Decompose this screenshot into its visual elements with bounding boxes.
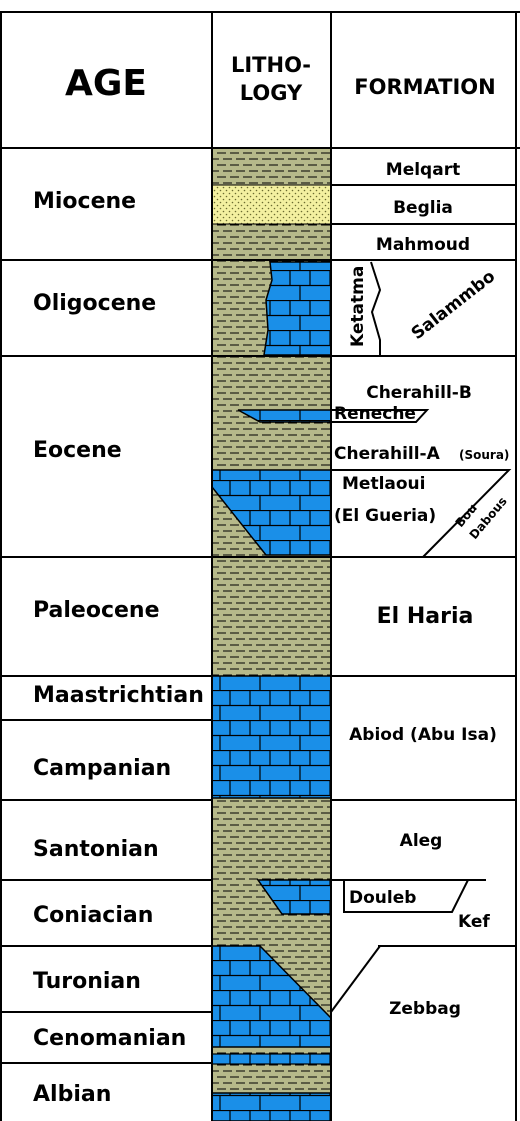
fm-abiod: Abiod (Abu Isa) [349, 725, 497, 745]
fm-reneche: Reneche [334, 404, 416, 424]
header-age: AGE [65, 63, 147, 104]
fm-el-haria: El Haria [377, 604, 474, 629]
age-turonian: Turonian [33, 969, 141, 994]
fm-cherahill-b: Cherahill-B [366, 383, 472, 403]
lime-oligocene [264, 262, 331, 355]
age-santonian: Santonian [33, 837, 159, 862]
age-eocene: Eocene [33, 438, 122, 463]
fm-cherahill-a: Cherahill-A [334, 444, 441, 464]
header-lithology-1: LITHO- [231, 53, 311, 77]
fm-zebbag: Zebbag [389, 999, 461, 1019]
header-formation: FORMATION [354, 75, 495, 99]
lithology-column [212, 148, 331, 1121]
age-maastrichtian: Maastrichtian [33, 683, 204, 708]
fm-ketatma: Ketatma [348, 266, 368, 347]
header-lithology-2: LOGY [240, 81, 303, 105]
age-labels: Miocene Oligocene Eocene Paleocene Maast… [33, 189, 204, 1107]
age-albian: Albian [33, 1082, 111, 1107]
lime-albian [212, 1093, 331, 1121]
fm-beglia: Beglia [393, 198, 453, 218]
formation-labels: Melqart Beglia Mahmoud Ketatma Salammbo … [334, 160, 510, 1019]
fm-el-gueria: (El Gueria) [334, 506, 436, 526]
fm-salammbo: Salammbo [408, 266, 499, 344]
age-cenomanian: Cenomanian [33, 1026, 186, 1051]
fm-soura: (Soura) [459, 448, 509, 462]
fm-kef: Kef [458, 912, 490, 932]
sand-beglia [212, 185, 331, 224]
fm-aleg: Aleg [400, 831, 443, 851]
age-oligocene: Oligocene [33, 291, 156, 316]
age-coniacian: Coniacian [33, 903, 153, 928]
fm-mahmoud: Mahmoud [376, 235, 470, 255]
fm-douleb: Douleb [349, 888, 416, 908]
fm-melqart: Melqart [386, 160, 460, 180]
age-miocene: Miocene [33, 189, 136, 214]
age-campanian: Campanian [33, 756, 171, 781]
lime-cenomanian-bed [212, 1054, 331, 1064]
fm-metlaoui: Metlaoui [342, 474, 425, 494]
column-headers: AGE LITHO- LOGY FORMATION [65, 53, 496, 105]
age-paleocene: Paleocene [33, 598, 160, 623]
lime-abiod [212, 676, 331, 798]
